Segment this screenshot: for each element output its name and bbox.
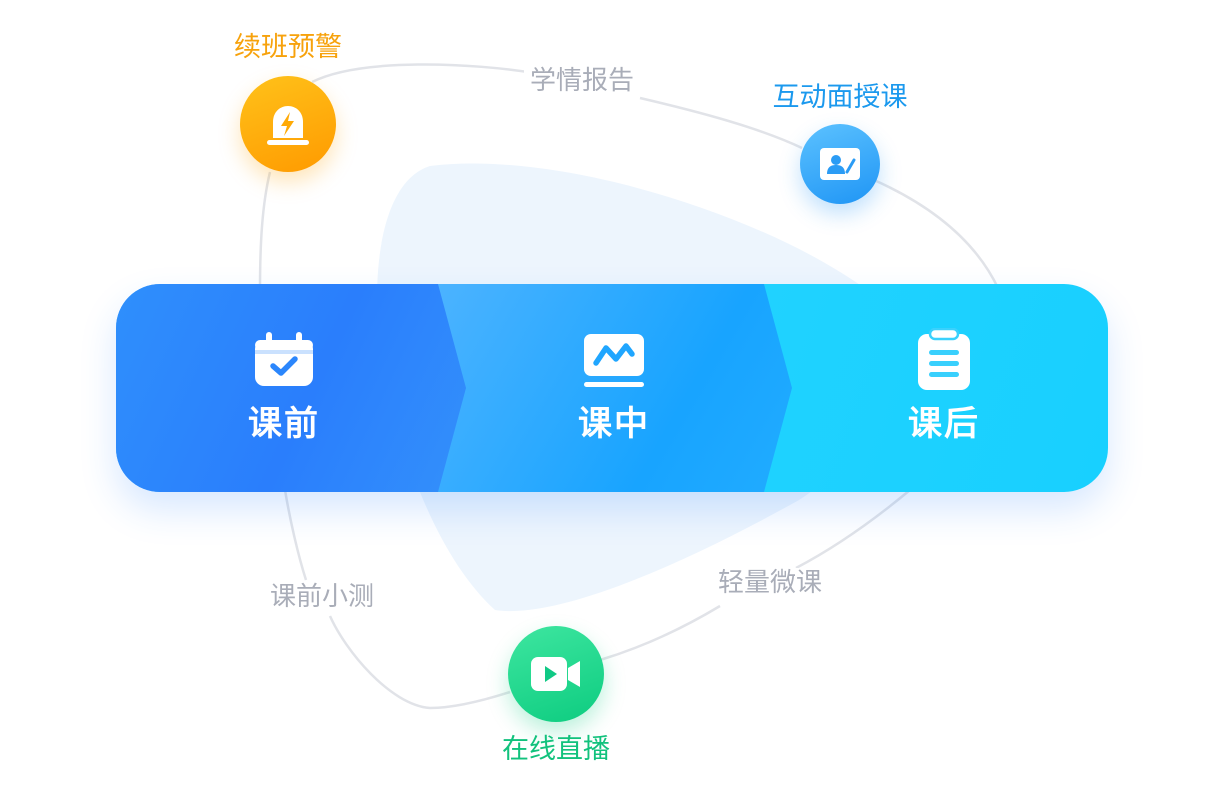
stage-before: 课前 bbox=[248, 284, 320, 492]
monitor-chart-icon bbox=[584, 334, 644, 387]
edge-warning-band bbox=[258, 171, 272, 291]
edge-band-pretest bbox=[283, 489, 308, 581]
stage-segment-before bbox=[116, 284, 466, 492]
edge-microcourse-band bbox=[795, 489, 911, 570]
edge-label-microcourse: 轻量微课 bbox=[711, 568, 829, 600]
edge-interactive-band bbox=[873, 178, 1000, 289]
edge-pretest-live bbox=[328, 615, 511, 710]
teacher-board-icon bbox=[820, 148, 860, 180]
stage-during: 课中 bbox=[578, 284, 650, 492]
connection-lines bbox=[258, 63, 1000, 710]
stage-label-before: 课前 bbox=[248, 404, 320, 444]
node-label-warning: 续班预警 bbox=[234, 32, 342, 63]
clipboard-list-icon bbox=[918, 328, 970, 390]
edge-report-interactive bbox=[639, 96, 803, 150]
edge-warning-report bbox=[311, 63, 541, 84]
node-label-live: 在线直播 bbox=[502, 734, 610, 765]
edge-label-pretest: 课前小测 bbox=[263, 582, 381, 614]
node-label-interactive: 互动面授课 bbox=[772, 82, 908, 113]
node-interactive bbox=[800, 124, 880, 204]
stage-label-during: 课中 bbox=[578, 404, 650, 444]
stage-label-after: 课后 bbox=[908, 404, 980, 444]
edge-live-microcourse bbox=[599, 604, 721, 662]
node-live bbox=[508, 626, 604, 722]
node-warning bbox=[240, 76, 336, 172]
stage-after: 课后 bbox=[908, 284, 980, 492]
stage-band: 课前 课中 课后 bbox=[116, 284, 1108, 492]
video-camera-icon bbox=[531, 657, 580, 691]
edge-label-report: 学情报告 bbox=[523, 66, 641, 98]
alarm-light-icon bbox=[267, 106, 309, 145]
calendar-check-icon bbox=[255, 332, 313, 386]
